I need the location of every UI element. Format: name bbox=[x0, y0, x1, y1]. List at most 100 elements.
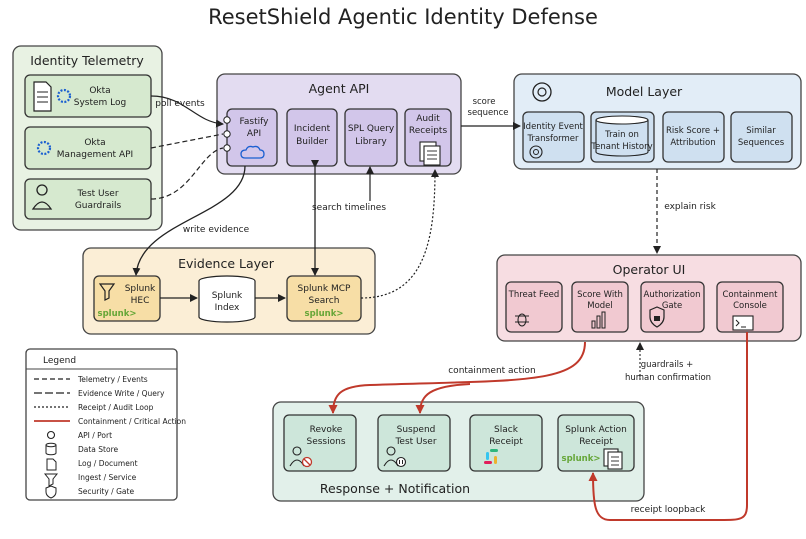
edge-label-write-evidence: write evidence bbox=[183, 225, 250, 235]
splunk-action-receipt-node[interactable]: Splunk Action Receipt splunk> bbox=[557, 414, 635, 472]
test-user-label-2: Guardrails bbox=[75, 201, 122, 211]
legend-item: Security / Gate bbox=[78, 487, 134, 496]
diagram-title: ResetShield Agentic Identity Defense bbox=[208, 5, 598, 29]
okta-system-log-label-2: System Log bbox=[74, 98, 127, 108]
okta-mgmt-label-2: Management API bbox=[57, 150, 133, 160]
hec-label-2: HEC bbox=[131, 296, 150, 306]
spl-label-1: SPL Query bbox=[348, 124, 395, 134]
bug-icon bbox=[515, 313, 529, 327]
openai-logo-icon bbox=[529, 145, 543, 159]
slack-logo-icon bbox=[484, 449, 498, 464]
edge-label-search-timelines: search timelines bbox=[312, 203, 386, 213]
receipt-document-icon bbox=[419, 141, 441, 166]
audit-label-2: Receipts bbox=[409, 126, 448, 136]
authorization-gate-node[interactable]: Authorization Gate bbox=[640, 281, 705, 333]
suspend-label-1: Suspend bbox=[397, 425, 436, 435]
hec-label-1: Splunk bbox=[125, 284, 156, 294]
document-icon bbox=[33, 81, 52, 112]
okta-system-log-node[interactable]: Okta System Log bbox=[24, 74, 152, 118]
score-with-model-node[interactable]: Score With Model bbox=[571, 281, 629, 333]
okta-management-api-node[interactable]: Okta Management API bbox=[24, 126, 152, 170]
slack-receipt-node[interactable]: Slack Receipt bbox=[469, 414, 543, 472]
model-layer-title: Model Layer bbox=[606, 84, 683, 99]
bar-chart-icon bbox=[591, 311, 606, 329]
incident-builder-node[interactable]: Incident Builder bbox=[286, 108, 338, 167]
edge-label-guardrails-1: guardrails + bbox=[641, 360, 693, 370]
legend-item: Receipt / Audit Loop bbox=[78, 403, 154, 412]
edge-receipt-loopback bbox=[588, 332, 748, 521]
transformer-label-2: Transformer bbox=[526, 134, 579, 144]
index-label-2: Index bbox=[215, 303, 240, 313]
containment-console-node[interactable]: Containment Console bbox=[716, 281, 784, 333]
auth-label-2: Gate bbox=[662, 301, 682, 311]
splunk-mcp-search-node[interactable]: Splunk MCP Search splunk> bbox=[286, 275, 362, 322]
receipt-document-icon bbox=[603, 448, 623, 470]
group-operator-ui: Operator UI Threat Feed Score With Model… bbox=[496, 254, 802, 342]
mcp-label-1: Splunk MCP bbox=[298, 284, 351, 294]
train-label-1: Train on bbox=[604, 130, 639, 140]
legend-item: Data Store bbox=[78, 445, 119, 454]
user-icon bbox=[31, 184, 53, 210]
edge-label-poll-events: poll events bbox=[155, 99, 205, 109]
evidence-layer-title: Evidence Layer bbox=[178, 256, 275, 271]
similar-label-2: Sequences bbox=[738, 138, 785, 148]
risk-label-1: Risk Score + bbox=[666, 126, 720, 136]
port-icon bbox=[223, 116, 231, 124]
group-model-layer: Model Layer Identity Event Transformer T… bbox=[513, 73, 802, 170]
port-icon bbox=[223, 130, 231, 138]
okta-mgmt-label-1: Okta bbox=[84, 138, 105, 148]
cloud-icon bbox=[240, 145, 265, 159]
document-icon bbox=[46, 458, 57, 471]
audit-label-1: Audit bbox=[416, 114, 440, 124]
group-evidence-layer: Evidence Layer Splunk HEC splunk> Splunk… bbox=[82, 247, 376, 335]
legend-item: API / Port bbox=[78, 431, 112, 440]
revoke-sessions-node[interactable]: Revoke Sessions bbox=[283, 414, 357, 472]
splunk-logo: splunk> bbox=[98, 309, 137, 319]
threat-feed-node[interactable]: Threat Feed bbox=[505, 281, 563, 333]
operator-ui-title: Operator UI bbox=[613, 262, 686, 277]
test-user-label-1: Test User bbox=[76, 189, 118, 199]
score-label-1: Score With bbox=[577, 290, 623, 300]
terminal-icon bbox=[732, 315, 754, 331]
incident-label-2: Builder bbox=[296, 137, 328, 147]
test-user-guardrails-node[interactable]: Test User Guardrails bbox=[24, 178, 152, 220]
okta-sunburst-icon bbox=[56, 88, 72, 104]
data-store-icon bbox=[595, 115, 649, 157]
edge-poll-events bbox=[150, 95, 224, 128]
splunk-action-label-1: Splunk Action bbox=[565, 425, 627, 435]
spl-query-library-node[interactable]: SPL Query Library bbox=[344, 108, 398, 167]
port-icon bbox=[223, 144, 231, 152]
suspend-test-user-node[interactable]: Suspend Test User bbox=[377, 414, 451, 472]
group-response-notification: Response + Notification Revoke Sessions … bbox=[272, 401, 645, 502]
fastify-label-2: API bbox=[247, 129, 261, 139]
fastify-api-node[interactable]: Fastify API bbox=[223, 108, 278, 167]
group-identity-telemetry: Identity Telemetry Okta System Log Okta … bbox=[12, 45, 163, 231]
group-agent-api: Agent API Fastify API Incident Builder S… bbox=[216, 73, 462, 175]
train-tenant-history-node[interactable]: Train on Tenant History bbox=[590, 111, 655, 163]
legend-item: Telemetry / Events bbox=[77, 375, 148, 384]
train-label-2: Tenant History bbox=[590, 142, 652, 152]
audit-receipts-node[interactable]: Audit Receipts bbox=[404, 108, 452, 167]
suspend-label-2: Test User bbox=[394, 437, 436, 447]
risk-score-attribution-node[interactable]: Risk Score + Attribution bbox=[662, 111, 725, 163]
splunk-index-node[interactable]: Splunk Index bbox=[198, 275, 256, 323]
user-pause-icon bbox=[383, 446, 407, 468]
edge-label-containment-action: containment action bbox=[448, 366, 536, 376]
user-blocked-icon bbox=[289, 446, 313, 468]
revoke-label-1: Revoke bbox=[310, 425, 343, 435]
splunk-hec-node[interactable]: Splunk HEC splunk> bbox=[93, 275, 161, 322]
identity-event-transformer-node[interactable]: Identity Event Transformer bbox=[522, 111, 585, 163]
data-store-icon bbox=[198, 275, 256, 323]
splunk-logo: splunk> bbox=[562, 454, 601, 464]
shield-lock-icon bbox=[649, 306, 665, 328]
risk-label-2: Attribution bbox=[670, 138, 715, 148]
port-icon bbox=[46, 430, 56, 440]
splunk-logo: splunk> bbox=[305, 309, 344, 319]
legend-item: Containment / Critical Action bbox=[78, 417, 186, 426]
response-notification-title: Response + Notification bbox=[320, 481, 470, 496]
transformer-label-1: Identity Event bbox=[523, 122, 583, 132]
similar-sequences-node[interactable]: Similar Sequences bbox=[730, 111, 793, 163]
console-label-1: Containment bbox=[722, 290, 778, 300]
mcp-label-2: Search bbox=[309, 296, 340, 306]
